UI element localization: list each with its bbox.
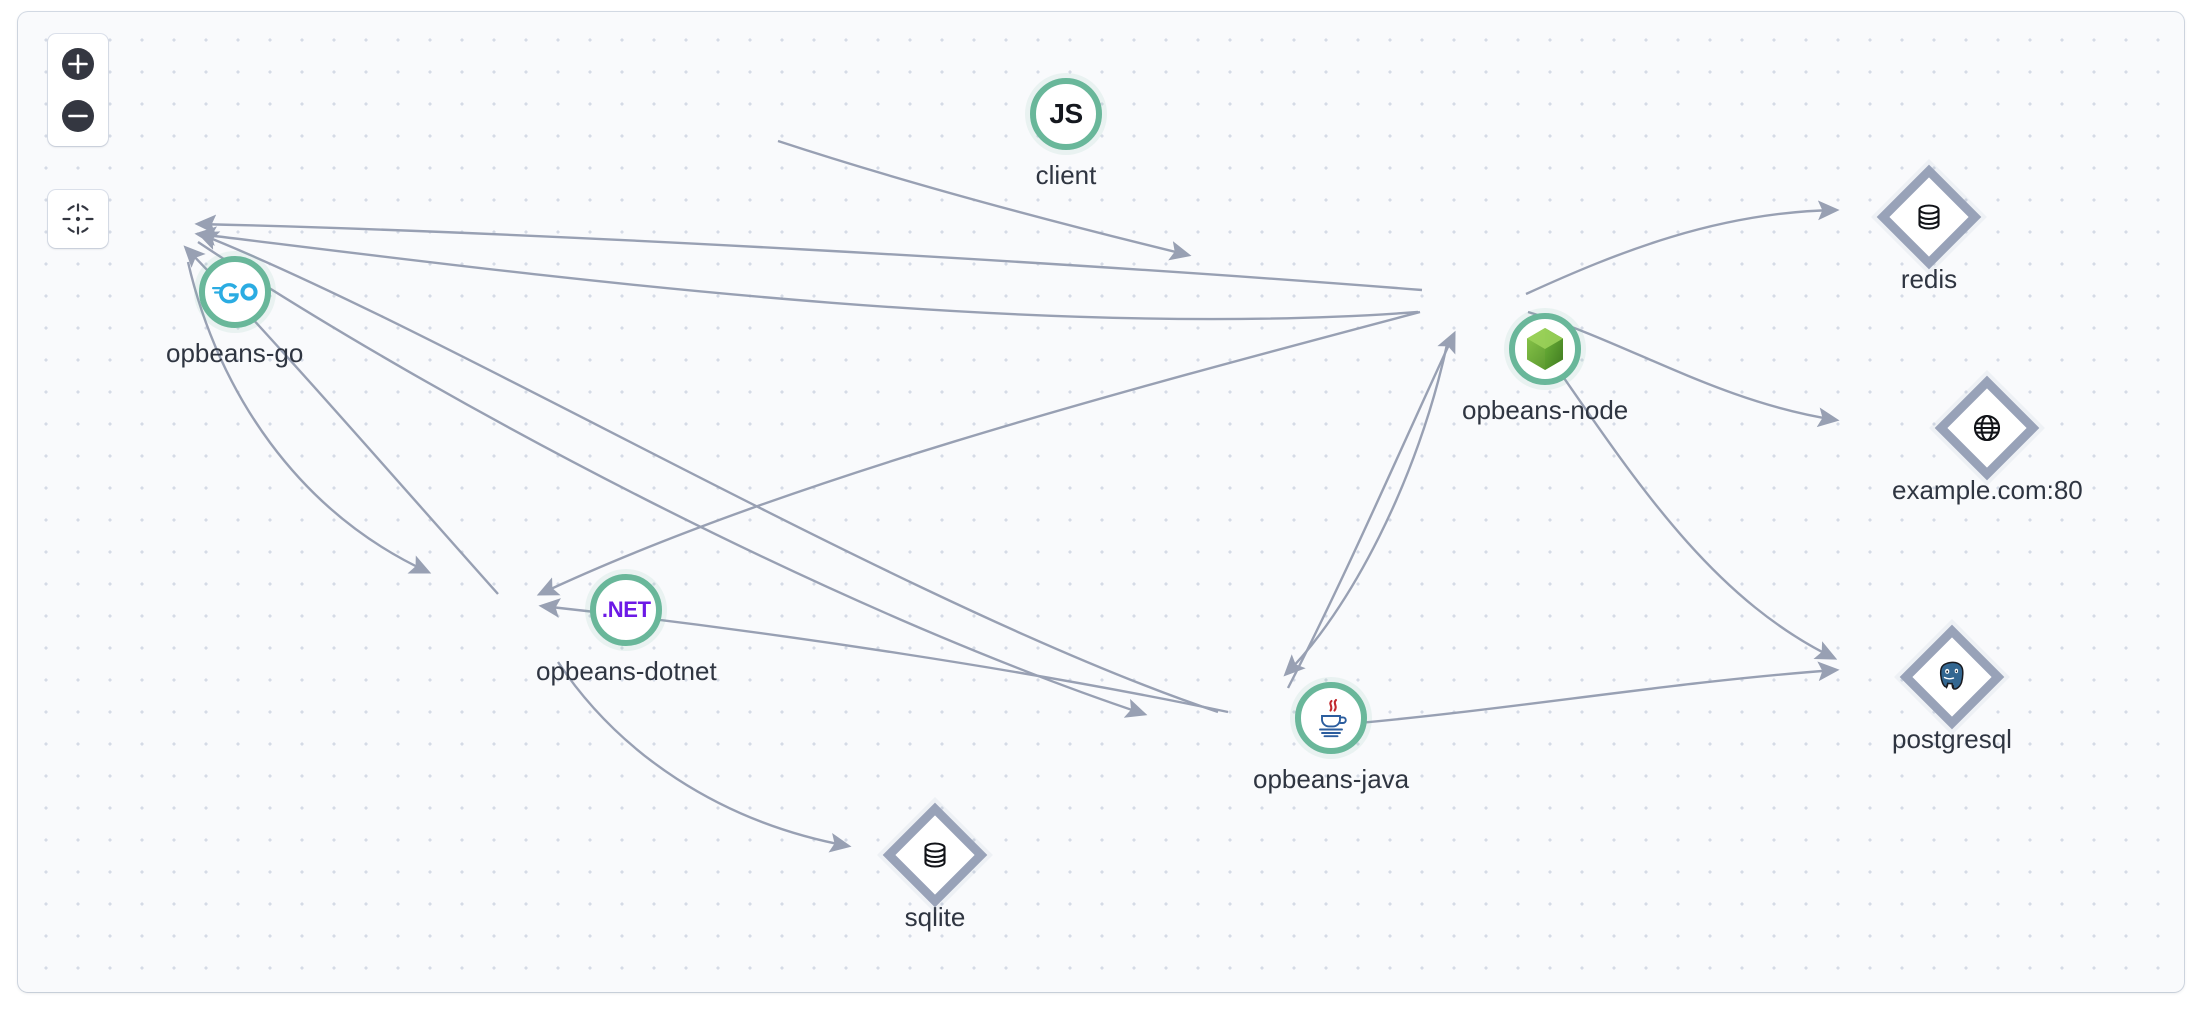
node-opbeans-java-shape — [1295, 682, 1368, 754]
minus-circle-icon — [62, 100, 94, 132]
node-opbeans-node-label: opbeans-node — [1462, 395, 1629, 425]
zoom-in-button[interactable] — [60, 46, 96, 82]
java-icon — [1319, 698, 1347, 738]
node-opbeans-java-label: opbeans-java — [1253, 764, 1410, 794]
node-postgresql-shape — [1899, 624, 2005, 730]
go-icon — [211, 283, 258, 304]
edge-opbeans-node-to-opbeans-dotnet — [536, 310, 1421, 596]
node-opbeans-go-shape — [198, 256, 271, 328]
node-redis-label: redis — [1900, 264, 1958, 294]
node-opbeans-dotnet-label: opbeans-dotnet — [536, 656, 717, 686]
plus-circle-icon — [62, 48, 94, 80]
edge-opbeans-node-to-opbeans-go — [194, 214, 1423, 292]
postgresql-icon — [1939, 661, 1964, 690]
node-redis[interactable]: redis — [1876, 164, 1982, 294]
dotnet-icon: .NET — [601, 597, 651, 622]
nodejs-icon — [1527, 328, 1564, 370]
node-client[interactable]: JS client — [1030, 78, 1102, 190]
node-example-com-shape — [1935, 375, 2040, 481]
node-example-com-label: example.com:80 — [1892, 475, 2083, 505]
zoom-controls — [48, 34, 108, 146]
javascript-icon: JS — [1049, 98, 1083, 129]
node-opbeans-dotnet[interactable]: .NET opbeans-dotnet — [536, 574, 717, 686]
edge-opbeans-node-to-opbeans-go-alt — [194, 226, 1419, 321]
edge-client-to-opbeans-node — [777, 139, 1192, 261]
database-icon — [1918, 204, 1940, 230]
center-map-button[interactable] — [60, 201, 96, 237]
center-map-control — [48, 190, 108, 248]
node-opbeans-node-shape — [1509, 313, 1582, 385]
node-opbeans-node[interactable]: opbeans-node — [1462, 313, 1628, 425]
edge-opbeans-java-to-opbeans-node — [1286, 330, 1456, 689]
node-sqlite-label: sqlite — [904, 902, 966, 932]
service-map-canvas[interactable]: JS client opbeans-go — [18, 12, 2184, 992]
edge-opbeans-node-to-redis — [1525, 200, 1840, 296]
node-sqlite-shape — [882, 802, 988, 908]
node-sqlite[interactable]: sqlite — [882, 802, 988, 932]
globe-icon — [1974, 414, 2001, 442]
node-opbeans-dotnet-shape: .NET — [590, 574, 663, 646]
node-opbeans-go[interactable]: opbeans-go — [166, 256, 303, 368]
node-redis-shape — [1876, 164, 1982, 270]
zoom-out-button[interactable] — [60, 98, 96, 134]
node-opbeans-java[interactable]: opbeans-java — [1253, 682, 1409, 794]
node-client-shape: JS — [1030, 78, 1102, 150]
edge-opbeans-node-to-opbeans-java — [1283, 339, 1450, 677]
database-icon — [924, 842, 946, 868]
edge-opbeans-dotnet-to-sqlite — [557, 661, 852, 853]
node-postgresql[interactable]: postgresql — [1892, 624, 2012, 754]
crosshair-icon — [62, 203, 94, 235]
node-opbeans-go-label: opbeans-go — [166, 338, 304, 368]
node-postgresql-label: postgresql — [1892, 724, 2012, 754]
node-client-label: client — [1035, 160, 1097, 190]
node-example-com[interactable]: example.com:80 — [1892, 375, 2083, 505]
